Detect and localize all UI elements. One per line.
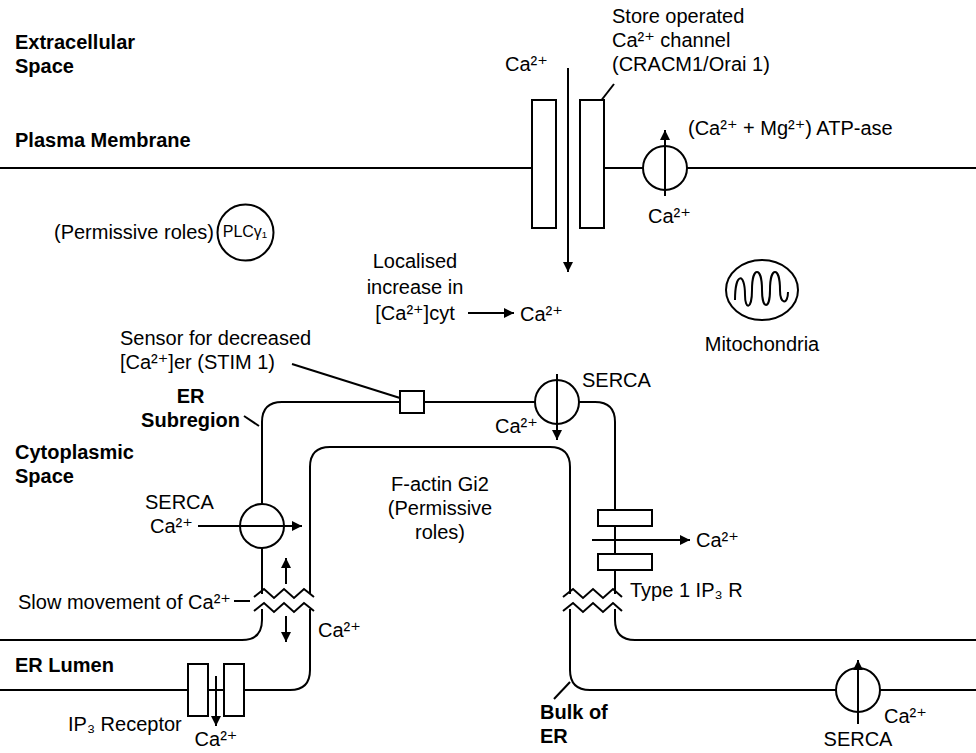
ion-label: Ca²⁺ (884, 704, 927, 728)
leader-line (234, 600, 250, 602)
flux-arrow (198, 525, 302, 527)
node-text: PLCγ₁ (223, 222, 268, 242)
flux-arrow (857, 660, 859, 724)
flux-arrow (567, 68, 569, 272)
component-label: Type 1 IP₃ R (630, 578, 743, 602)
flux-arrow (215, 676, 217, 726)
flux-arrow (592, 539, 690, 541)
break-zigzag (254, 603, 314, 612)
ion-label: Ca²⁺ (520, 302, 563, 326)
component-label: (Ca²⁺ + Mg²⁺) ATP-ase (688, 116, 893, 140)
er-inner-membrane (0, 609, 310, 690)
mitochondrion-cristae (735, 272, 788, 306)
flux-arrow (468, 312, 514, 314)
ion-label: Ca²⁺ (505, 52, 548, 76)
ion-label: Ca²⁺ (318, 618, 361, 642)
component-label: SERCA (824, 728, 893, 750)
flux-arrow (285, 558, 287, 584)
ion-label: Ca²⁺ (495, 414, 538, 438)
break-zigzag (563, 603, 622, 612)
callout-label: Slow movement of Ca²⁺ (18, 590, 231, 614)
circle-shape (217, 204, 273, 260)
channel-wall (598, 554, 652, 570)
er-inner-membrane (570, 609, 976, 690)
component-label: SERCA (145, 490, 214, 514)
region-label: ER Subregion (141, 384, 240, 432)
enzyme-circle: PLCγ₁ (216, 203, 275, 262)
mitochondrion-outline (726, 260, 798, 320)
leader-line (554, 682, 570, 699)
er-inner-membrane (310, 447, 570, 594)
er-outer-membrane (615, 609, 976, 640)
callout-label: Localised increase in [Ca²⁺]cyt (351, 248, 479, 326)
region-label: Cytoplasmic Space (15, 440, 134, 488)
region-label: Plasma Membrane (15, 128, 191, 152)
organelle-label: Mitochondria (705, 332, 820, 356)
sensor-box (400, 391, 424, 413)
ion-label: Ca²⁺ (648, 204, 691, 228)
channel-wall (580, 100, 604, 228)
flux-arrow (556, 374, 558, 440)
region-label: Bulk of ER (540, 700, 625, 748)
channel-wall (598, 510, 652, 526)
channel-wall (224, 664, 244, 716)
component-label: SERCA (582, 368, 651, 392)
channel-wall (188, 664, 208, 716)
region-label: Extracellular Space (15, 30, 135, 78)
leader-line (244, 416, 259, 426)
region-label: ER Lumen (15, 653, 114, 677)
ion-label: Ca²⁺ (195, 728, 238, 750)
callout-label: Sensor for decreased [Ca²⁺]er (STIM 1) (120, 326, 325, 374)
component-label: IP₃ Receptor (68, 712, 182, 736)
ion-label: Ca²⁺ (150, 514, 193, 538)
flux-arrow (285, 616, 287, 642)
callout-label: Store operated Ca²⁺ channel (CRACM1/Orai… (612, 4, 784, 76)
ion-label: Ca²⁺ (696, 528, 739, 552)
note-label: F-actin Gi2 (Permissive roles) (388, 472, 492, 544)
er-outer-membrane (262, 402, 615, 594)
leader-line (292, 364, 400, 398)
er-outer-membrane (0, 609, 262, 640)
break-zigzag (563, 589, 622, 598)
break-zigzag (254, 589, 314, 598)
note-label: (Permissive roles) (54, 220, 214, 244)
channel-wall (532, 100, 556, 228)
flux-arrow (664, 130, 666, 196)
plasma-membrane (0, 167, 976, 169)
